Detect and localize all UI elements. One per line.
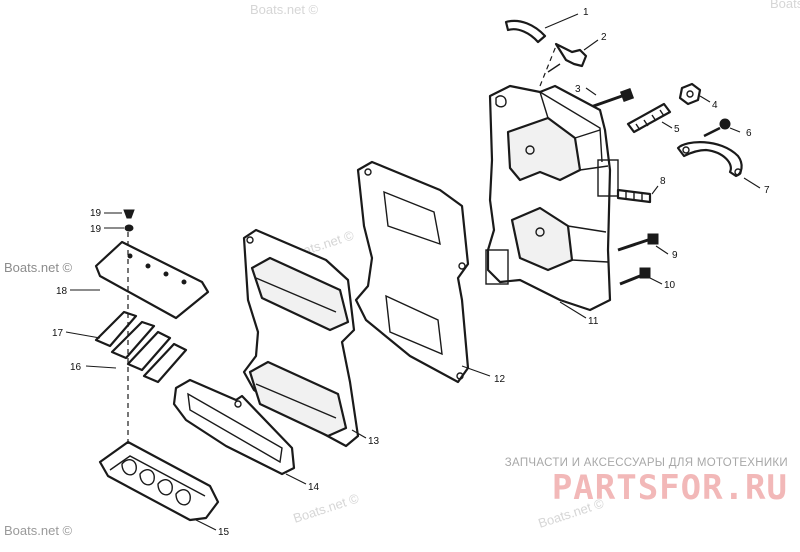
callout-11: 11 (588, 316, 599, 327)
watermark-6: Boats.net © (4, 523, 73, 538)
part-19-screw-washer (104, 209, 135, 232)
callout-13: 13 (368, 436, 380, 447)
part-11-housing (485, 84, 619, 319)
part-16-17-petals (65, 310, 188, 384)
callout-2: 2 (601, 32, 607, 43)
callout-3: 3 (575, 84, 581, 95)
watermark-1: Boats.net © (250, 2, 319, 17)
promo-tagline: ЗАПЧАСТИ И АКСЕССУАРЫ ДЛЯ МОТОТЕХНИКИ (504, 457, 788, 469)
watermark-7: Boats.net © (291, 490, 361, 525)
part-18-stop-plate (70, 240, 210, 320)
callout-1: 1 (583, 7, 589, 18)
callouts: 1 2 3 4 5 6 7 8 9 10 11 12 13 14 15 16 1… (52, 7, 770, 538)
callout-4: 4 (712, 100, 718, 111)
callout-8: 8 (660, 176, 666, 187)
part-10-screw (619, 267, 663, 286)
watermark-3: Boats.net © (4, 260, 73, 275)
part-7-clamp (676, 141, 761, 189)
callout-7: 7 (764, 185, 770, 196)
part-4-nut (678, 82, 711, 106)
callout-10: 10 (664, 280, 676, 291)
callout-15: 15 (218, 527, 230, 538)
callout-5: 5 (674, 124, 680, 135)
callout-19a: 19 (90, 208, 102, 219)
assembly-axis-2 (539, 45, 557, 87)
promo-brand-logo: PARTSFOR.RU (551, 468, 788, 508)
watermark-2: Boats.net © (770, 0, 800, 11)
part-8-stud (616, 185, 659, 204)
part-1-hose (504, 13, 579, 44)
callout-17: 17 (52, 328, 64, 339)
promo-watermark: ЗАПЧАСТИ И АКСЕССУАРЫ ДЛЯ МОТОТЕХНИКИ PA… (488, 457, 788, 507)
callout-12: 12 (494, 374, 506, 385)
part-9-screw (617, 233, 669, 255)
part-12-gasket (354, 160, 491, 384)
callout-9: 9 (672, 250, 678, 261)
part-6-screw (703, 118, 741, 138)
part-2-fitting (547, 39, 599, 73)
part-15-reed-base (98, 440, 220, 531)
part-13-reed-body (242, 228, 367, 448)
part-5-stud (626, 102, 673, 134)
callout-18: 18 (56, 286, 68, 297)
callout-16: 16 (70, 362, 82, 373)
callout-14: 14 (308, 482, 320, 493)
part-3-screw (585, 87, 635, 110)
callout-19b: 19 (90, 224, 102, 235)
part-14-plate (172, 378, 307, 485)
callout-6: 6 (746, 128, 752, 139)
